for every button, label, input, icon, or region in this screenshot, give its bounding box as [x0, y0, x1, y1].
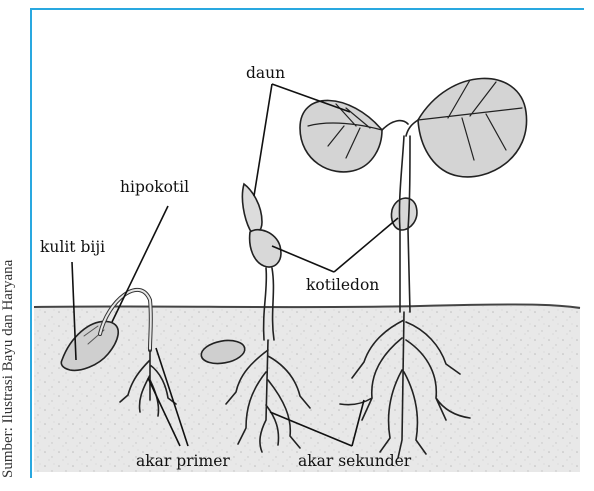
label-daun: daun	[246, 64, 285, 82]
label-akar-sekunder: akar sekunder	[298, 452, 411, 470]
label-kotiledon: kotiledon	[306, 276, 379, 294]
cotyledon-late	[391, 198, 416, 230]
leader-kotiledon-1	[272, 246, 334, 272]
leader-hipokotil	[112, 206, 168, 322]
leaf-left	[300, 100, 382, 171]
label-akar-primer: akar primer	[136, 452, 230, 470]
label-hipokotil: hipokotil	[120, 178, 189, 196]
leaf-right	[418, 78, 527, 176]
leader-kotiledon-2	[334, 218, 398, 272]
leader-daun-1	[254, 84, 272, 196]
label-kulit-biji: kulit biji	[40, 238, 105, 256]
closed-leaf-bud	[242, 184, 262, 233]
